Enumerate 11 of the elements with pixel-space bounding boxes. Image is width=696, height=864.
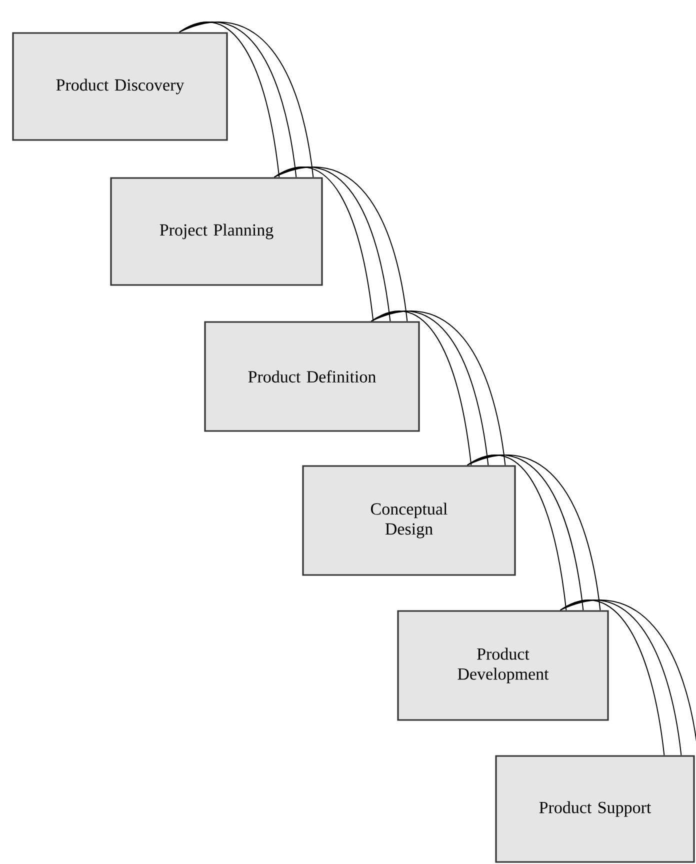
process-box: Product Development [397,610,609,721]
process-box: Product Definition [204,321,420,432]
process-box: Product Support [495,755,695,863]
connector-lines [274,166,408,322]
process-box: Conceptual Design [302,465,516,576]
connector-lines [560,600,696,756]
connector-lines [466,454,601,611]
connector-lines [370,310,506,466]
process-box: Project Planning [110,177,323,286]
process-box: Product Discovery [12,32,228,141]
connector-lines [178,22,314,178]
